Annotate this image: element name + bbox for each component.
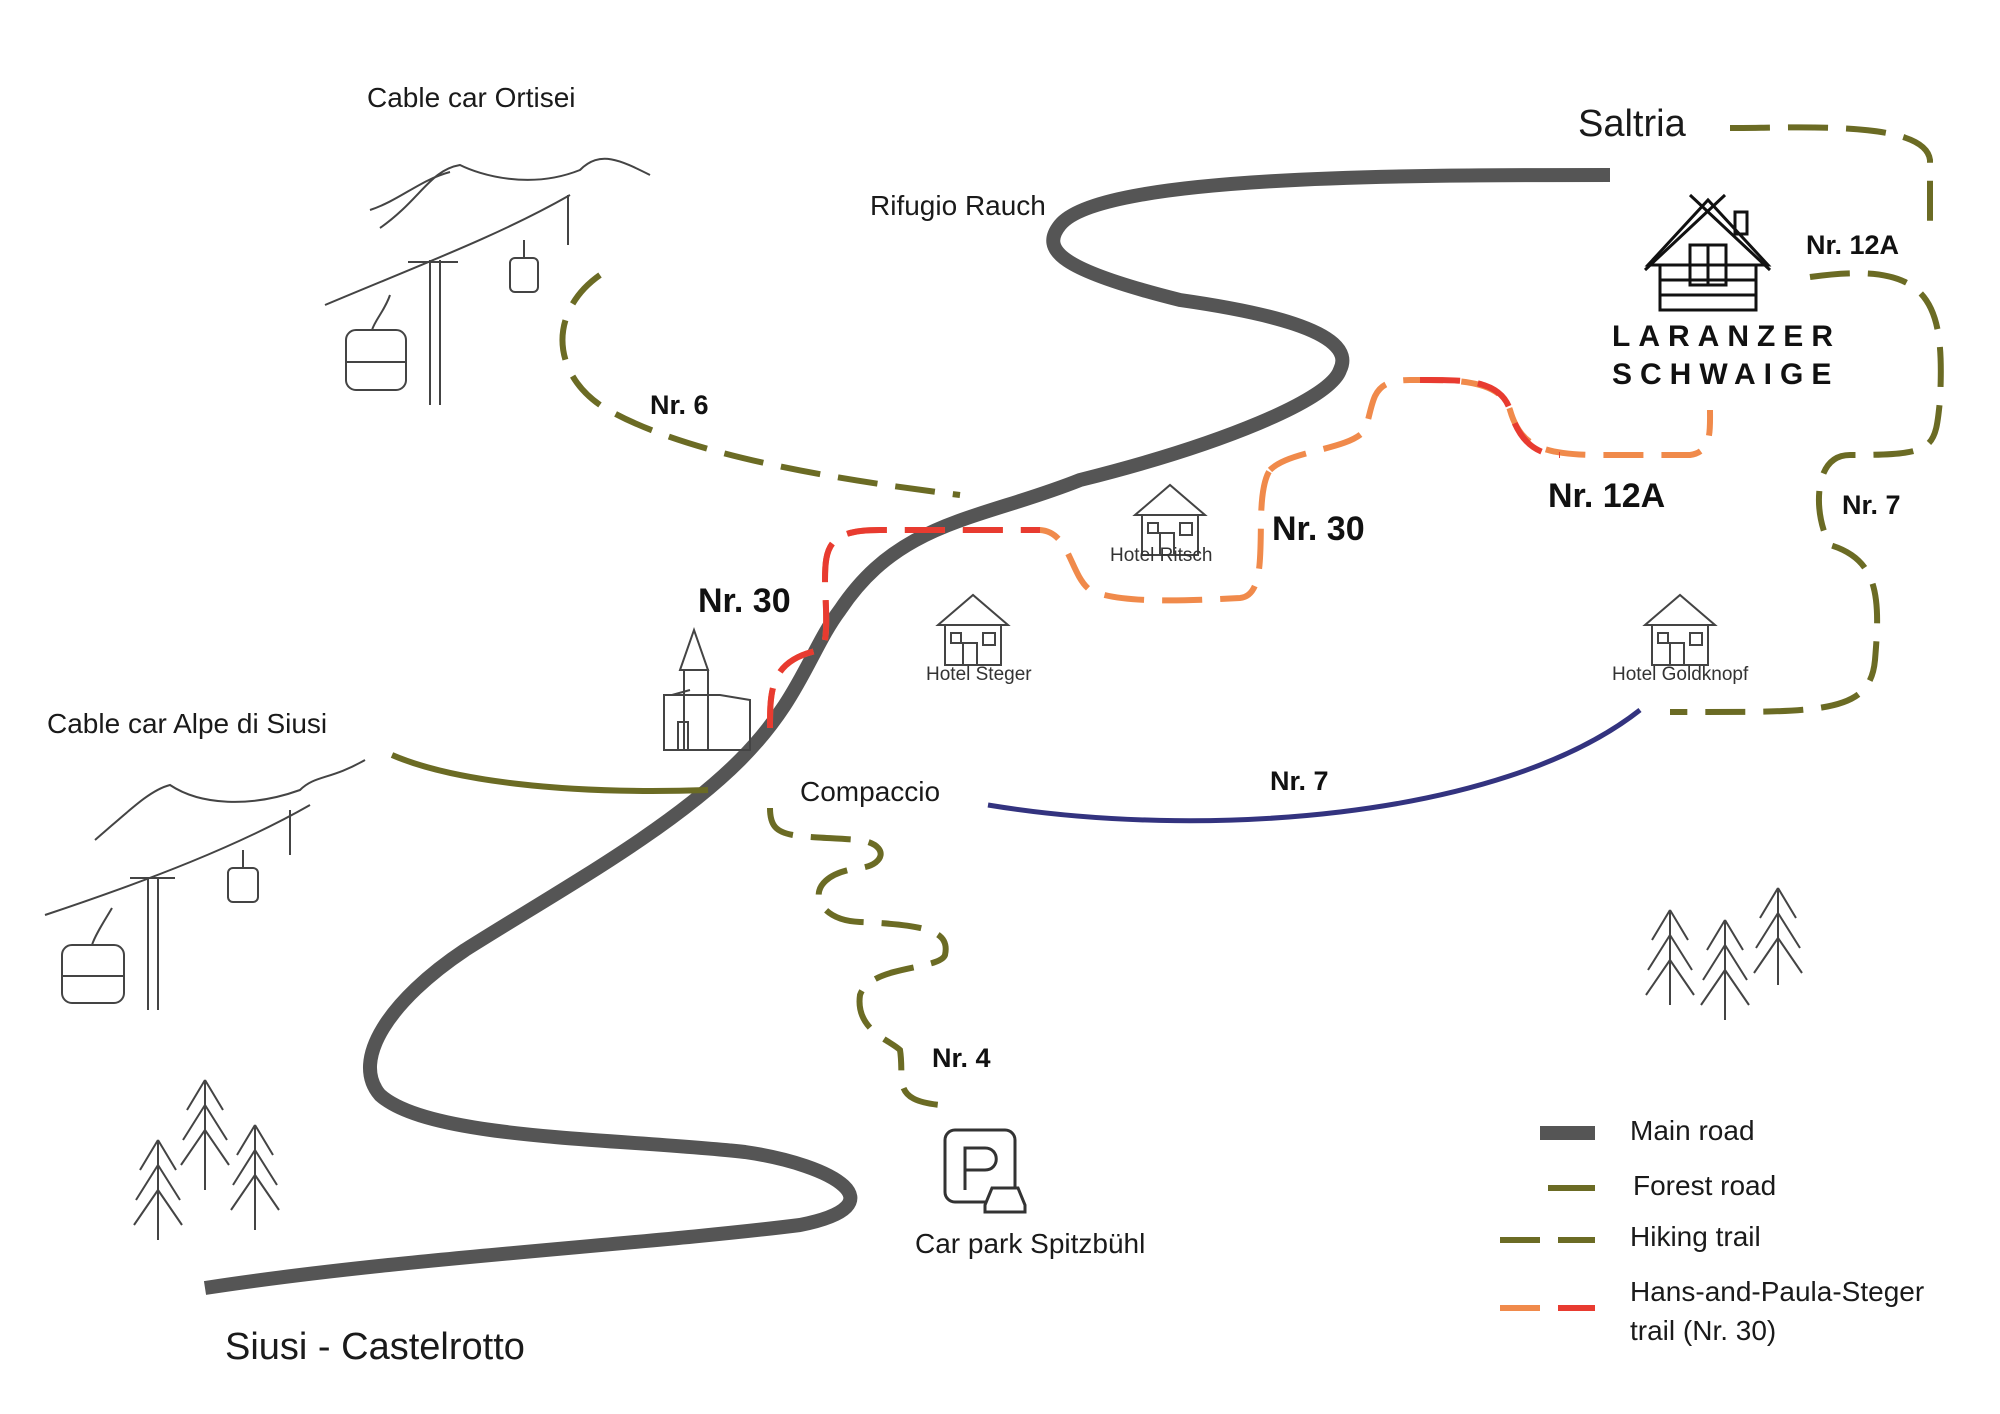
trail-nr4 [767, 807, 949, 1108]
label-compaccio: Compaccio [800, 776, 941, 807]
label-trail-nr7-forest: Nr. 7 [1270, 766, 1329, 796]
label-trail-nr30-left: Nr. 30 [698, 582, 791, 620]
parking-icon [943, 1128, 1027, 1214]
legend-steger-trail-line2: trail (Nr. 30) [1630, 1315, 1777, 1346]
cable-car-icon [324, 157, 651, 405]
church-icon [663, 626, 751, 751]
brand-line-2: SCHWAIGE [1612, 358, 1840, 391]
pine-tree-icon [133, 887, 1803, 1240]
forest-road-alpe [390, 752, 709, 794]
label-rifugio-rauch: Rifugio Rauch [870, 190, 1046, 221]
legend-main-road: Main road [1630, 1115, 1755, 1146]
label-car-park: Car park Spitzbühl [915, 1228, 1146, 1259]
label-saltria: Saltria [1578, 103, 1686, 145]
legend-hiking-trail: Hiking trail [1630, 1221, 1761, 1252]
label-hotel-ritsch: Hotel Ritsch [1110, 545, 1213, 566]
mountain-hut-icon [1643, 193, 1772, 312]
trail-nr30-upper [1267, 376, 1714, 473]
trail-nr30-red-b [1419, 376, 1561, 458]
label-trail-nr30-right: Nr. 30 [1272, 510, 1365, 548]
label-trail-nr4: Nr. 4 [932, 1043, 991, 1073]
label-trail-nr6: Nr. 6 [650, 390, 709, 420]
label-trail-nr12a-bottom: Nr. 12A [1548, 477, 1666, 515]
trail-nr30-red-a [767, 527, 1040, 729]
legend-forest-road: Forest road [1633, 1170, 1777, 1201]
trail-nr30-lower [767, 468, 1273, 729]
label-trail-nr7-right: Nr. 7 [1842, 490, 1901, 520]
label-cable-car-alpe: Cable car Alpe di Siusi [47, 708, 328, 739]
label-hotel-steger: Hotel Steger [926, 664, 1032, 685]
main-road [203, 168, 1611, 1295]
label-hotel-goldknopf: Hotel Goldknopf [1612, 664, 1749, 685]
legend-steger-trail-line1: Hans-and-Paula-Steger [1630, 1276, 1925, 1307]
label-trail-nr12a-top: Nr. 12A [1806, 230, 1900, 260]
brand-line-1: LARANZER [1612, 320, 1841, 353]
hotel-icon [1642, 593, 1718, 666]
hotel-icon [935, 593, 1011, 666]
label-siusi-castelrotto: Siusi - Castelrotto [225, 1326, 525, 1368]
cable-car-icon [44, 759, 366, 1010]
trail-nr6 [559, 272, 961, 498]
hotel-icon [1132, 483, 1208, 556]
trail-nr12a-right [1729, 124, 1933, 225]
label-cable-car-ortisei: Cable car Ortisei [367, 82, 576, 113]
forest-road-nr7 [987, 708, 1642, 824]
